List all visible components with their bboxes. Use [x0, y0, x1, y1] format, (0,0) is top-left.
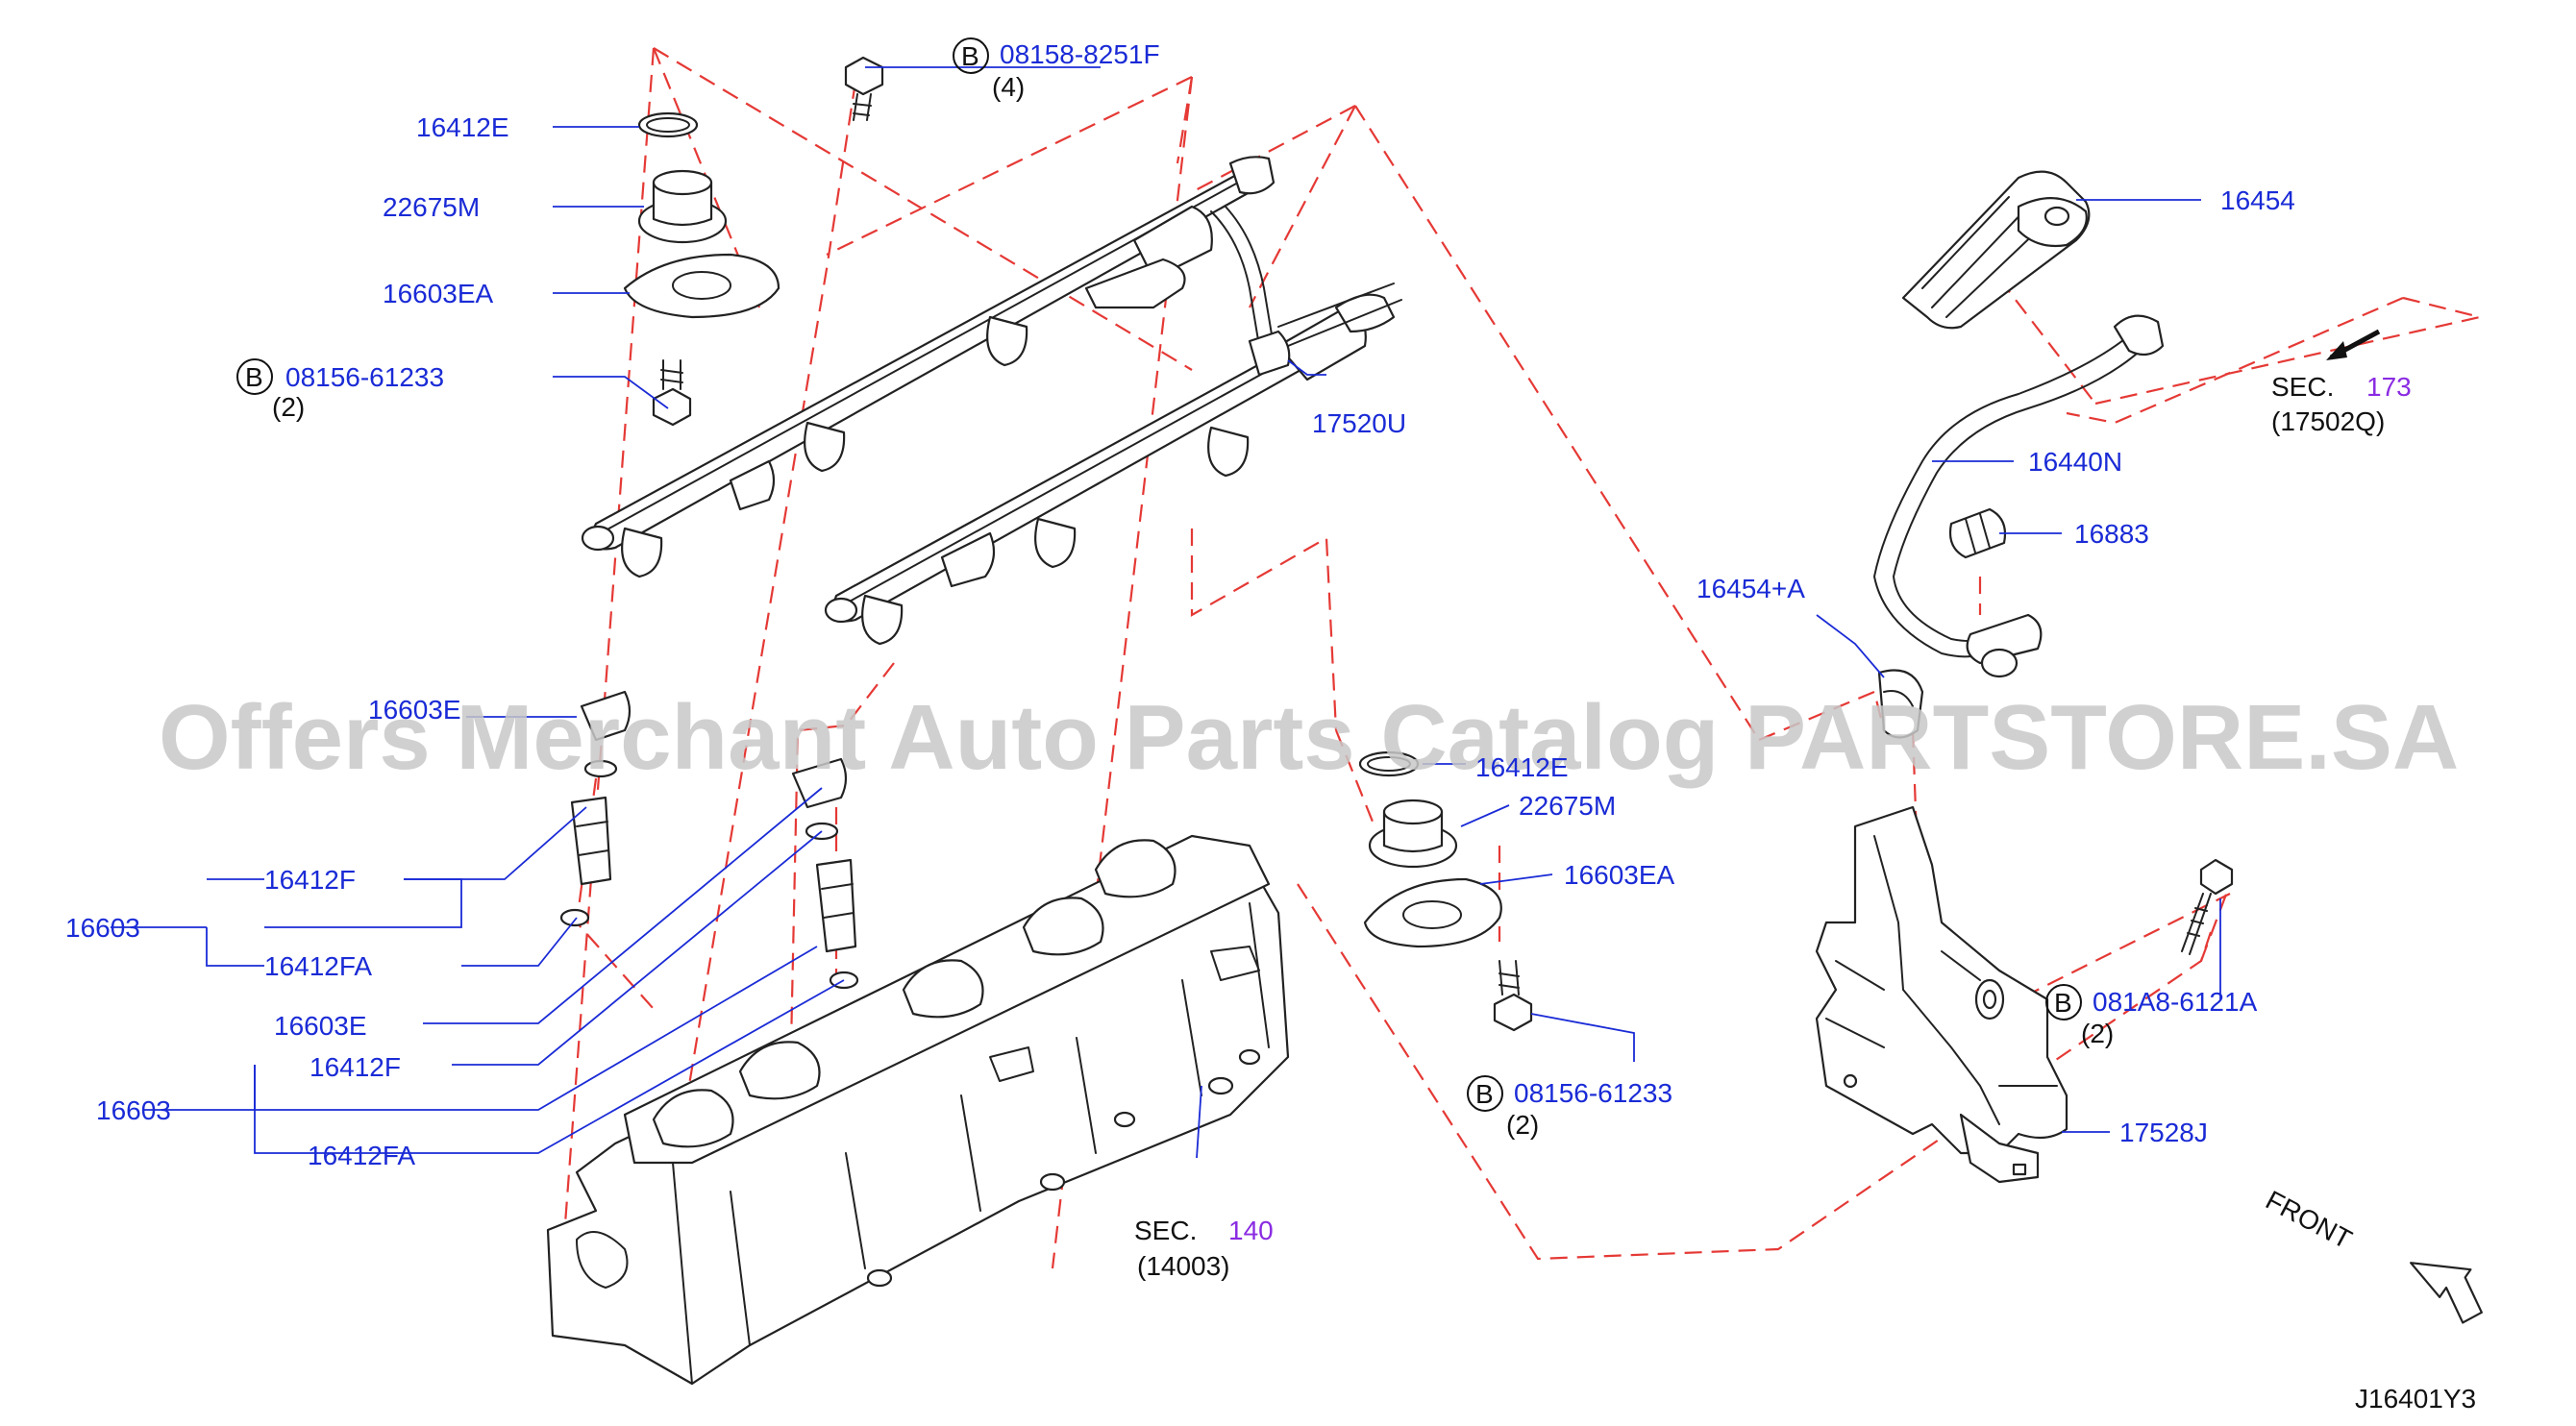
front-label: FRONT: [2261, 1185, 2357, 1255]
watermark: Offers Merchant Auto Parts Catalog PARTS…: [159, 686, 2459, 789]
sec173-arrow-icon: [2326, 329, 2381, 360]
o-ring-16412E-a: [637, 111, 699, 138]
sec140-prefix: SEC.: [1134, 1216, 1197, 1245]
front-arrow-icon: [2410, 1262, 2483, 1324]
sec140-sub: (14003): [1137, 1251, 1230, 1281]
bolt-marker-circle-c: [1467, 1075, 1503, 1112]
bolt-marker-a: B: [245, 362, 263, 392]
fuel-pipe-clip-16454: [1901, 170, 2091, 330]
label-16603E-b[interactable]: 16603E: [274, 1011, 367, 1041]
label-22675M-b[interactable]: 22675M: [1519, 791, 1616, 821]
diagram-id: J16401Y3: [2355, 1384, 2476, 1414]
fuel-pipe-16440N: [1873, 314, 2165, 678]
label-16603EA-b[interactable]: 16603EA: [1564, 860, 1675, 890]
label-16412FA-b[interactable]: 16412FA: [308, 1141, 415, 1170]
label-16412F-a[interactable]: 16412F: [264, 865, 356, 895]
label-16412E-b[interactable]: 16412E: [1475, 752, 1569, 782]
bolt-marker-d: B: [2054, 988, 2072, 1018]
bolt-08156-a: [652, 359, 692, 427]
injector-16603-b: [791, 757, 859, 990]
label-16440N[interactable]: 16440N: [2028, 447, 2122, 477]
label-17528J[interactable]: 17528J: [2119, 1118, 2208, 1147]
hose-clamp-16454A: [1877, 669, 1924, 739]
label-16603-b[interactable]: 16603: [96, 1095, 171, 1125]
label-16603-a[interactable]: 16603: [65, 913, 140, 943]
sec173-sub: (17502Q): [2271, 406, 2385, 436]
sec173-prefix: SEC.: [2271, 372, 2334, 402]
label-08158-8251F[interactable]: 08158-8251F: [1000, 39, 1160, 69]
pipe-clip-16883: [1948, 507, 2007, 559]
bolt-marker-circle-b: [953, 37, 989, 74]
fuel-hose-17520U: [1210, 206, 1402, 377]
injector-16603-a: [559, 690, 632, 927]
bolt-081A8-6121A: [2181, 858, 2234, 955]
label-16454[interactable]: 16454: [2220, 185, 2295, 215]
sec173-number[interactable]: 173: [2366, 372, 2412, 402]
bracket-17528J: [1815, 805, 2068, 1184]
bolt-marker-b: B: [961, 41, 979, 71]
fuel-rail-lower: [824, 293, 1396, 646]
label-16412F-b[interactable]: 16412F: [310, 1052, 401, 1082]
label-16603E-a[interactable]: 16603E: [368, 695, 461, 725]
o-ring-16412E-b: [1358, 750, 1420, 777]
gasket-16603EA-b: [1363, 877, 1502, 948]
qty-081A8: (2): [2081, 1019, 2114, 1048]
label-08156-b[interactable]: 08156-61233: [1514, 1078, 1672, 1108]
qty-08156-a: (2): [272, 392, 305, 422]
label-16603EA-a[interactable]: 16603EA: [383, 279, 494, 308]
label-16883[interactable]: 16883: [2074, 519, 2149, 549]
sec140-number[interactable]: 140: [1228, 1216, 1274, 1245]
damper-22675M-a: [637, 169, 728, 244]
qty-08156-b: (2): [1506, 1110, 1539, 1140]
fuel-rail-upper: [581, 156, 1276, 578]
label-08156-a[interactable]: 08156-61233: [285, 362, 444, 392]
label-17520U[interactable]: 17520U: [1312, 408, 1406, 438]
bolt-marker-circle-d: [2045, 984, 2082, 1020]
gasket-16603EA-a: [623, 253, 780, 319]
label-16454A[interactable]: 16454+A: [1697, 574, 1805, 603]
bolt-marker-c: B: [1475, 1079, 1494, 1109]
label-16412FA-a[interactable]: 16412FA: [264, 951, 372, 981]
label-081A8-6121A[interactable]: 081A8-6121A: [2093, 987, 2258, 1017]
damper-22675M-b: [1368, 799, 1458, 869]
intake-manifold-14003: [546, 834, 1290, 1386]
label-22675M-a[interactable]: 22675M: [383, 192, 480, 222]
label-16412E-a[interactable]: 16412E: [416, 112, 509, 142]
bolt-marker-circle-a: [236, 358, 273, 395]
bolt-08156-b: [1493, 960, 1533, 1032]
qty-08158: (4): [992, 72, 1025, 102]
leader-lines: [111, 66, 2221, 1159]
labels: 16412E 22675M 16603EA B 08156-61233 (2) …: [65, 37, 2476, 1414]
